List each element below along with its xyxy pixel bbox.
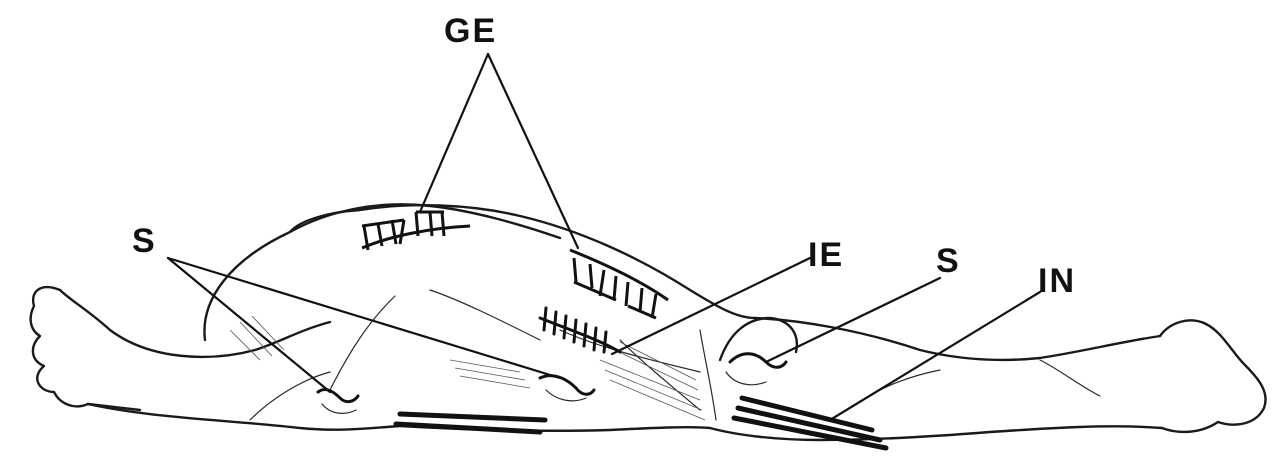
leader-in <box>830 292 1040 420</box>
graft-ladder-upper <box>362 212 470 250</box>
leader-s-left-1 <box>168 258 330 392</box>
sutured-incision <box>540 308 620 352</box>
suture-cluster-right <box>726 354 786 385</box>
suture-cluster-center <box>540 376 594 401</box>
leader-lines <box>168 54 1040 420</box>
suture-cluster-left <box>318 390 358 414</box>
label-ie: IE <box>808 236 844 274</box>
label-ge: GE <box>444 12 497 50</box>
label-s-right: S <box>936 242 961 280</box>
leader-s-left-2 <box>168 258 560 378</box>
incision-left-upper <box>400 414 545 420</box>
label-in: IN <box>1038 262 1076 300</box>
body-outline <box>31 204 1266 440</box>
graft-ladder-lower <box>570 250 668 318</box>
label-s-left: S <box>132 222 157 260</box>
leader-ge-left <box>420 54 488 212</box>
